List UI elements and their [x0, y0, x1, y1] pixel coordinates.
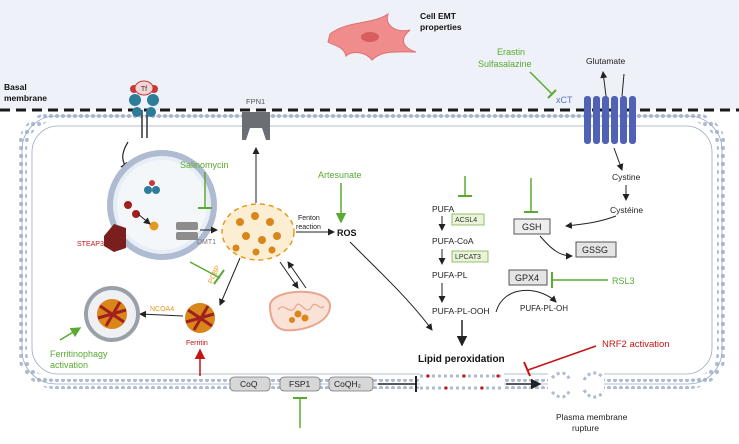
ros-label: ROS	[337, 228, 357, 238]
autophagosome	[84, 286, 140, 342]
fsp1-box	[279, 376, 321, 392]
fpn1-label: FPN1	[246, 97, 265, 106]
gssg-label: GSSG	[582, 245, 608, 255]
pufa-pl-label: PUFA-PL	[432, 270, 468, 280]
steap3-label: STEAP3	[77, 241, 104, 248]
nrf2-inhibition-bar	[523, 361, 531, 377]
glutamate-label: Glutamate	[586, 56, 625, 66]
oxidized-membrane-segment	[420, 373, 504, 391]
gpx4-label: GPX4	[515, 273, 539, 283]
fenton-label-1: Fenton	[298, 215, 320, 222]
transferrin-receptor	[129, 80, 159, 138]
salinomycin-label: Salinomycin	[180, 160, 229, 170]
cystine-in-line	[621, 73, 625, 97]
ruptured-membrane	[548, 371, 606, 399]
acsl4-label: ACSL4	[455, 217, 477, 224]
cysteine-label: Cystéine	[610, 205, 643, 215]
ferritinophagy-label-1: Ferritinophagy	[50, 349, 108, 359]
gsh-label: GSH	[522, 222, 542, 232]
fenton-label-2: reaction	[296, 224, 321, 231]
gpx4-box	[508, 269, 548, 286]
basal-membrane-label-2: membrane	[4, 93, 47, 103]
steap3-icon	[104, 224, 126, 252]
pufa-coa-label: PUFA-CoA	[432, 236, 474, 246]
iron-to-ferritin-arrow	[219, 257, 241, 306]
gsh-to-gssg-arrow	[539, 235, 573, 260]
pcbp-inhibition	[189, 261, 221, 279]
coq-label: CoQ	[240, 379, 258, 389]
pufa-pl-ooh-label: PUFA-PL-OOH	[432, 306, 490, 316]
glutamate-out-arrow	[600, 71, 608, 97]
xct-label: xCT	[556, 95, 573, 105]
fpn1-exporter	[242, 112, 270, 140]
cell-emt-label-1: Cell EMT	[420, 11, 457, 21]
pufa-label: PUFA	[432, 204, 455, 214]
sulfasalazine-label: Sulfasalazine	[478, 59, 532, 69]
gpx4-reduction-arrow	[495, 290, 557, 313]
gssg-box	[575, 241, 617, 258]
acsl4-box	[451, 213, 485, 226]
erastin-label: Erastin	[497, 47, 525, 57]
ros-to-lipid-arrow	[349, 241, 433, 331]
tf-label: Tf	[141, 86, 147, 93]
coq-box	[229, 376, 271, 392]
reduction-arrow	[137, 213, 151, 225]
mitochondrion	[268, 290, 332, 332]
rupture-label-2: rupture	[572, 423, 599, 433]
cystine-label: Cystine	[612, 172, 641, 182]
ferritinophagy-label-2: activation	[50, 360, 88, 370]
basal-membrane-label-1: Basal	[4, 82, 27, 92]
ferritinophagy-arrow	[59, 327, 82, 341]
erastin-inhibition-bar	[547, 89, 557, 99]
labile-iron-pool	[221, 203, 295, 261]
ncoa4-arrow	[139, 310, 184, 318]
coqh2-label: CoQH₂	[334, 379, 361, 389]
emt-cell-icon	[327, 12, 417, 61]
lpcat3-label: LPCAT3	[455, 254, 481, 261]
rsl3-label: RSL3	[612, 276, 635, 286]
cysteine-to-gsh-arrow	[565, 215, 617, 229]
nrf2-inhibition	[527, 345, 597, 371]
nrf2-label: NRF2 activation	[602, 339, 670, 350]
lpcat3-box	[451, 250, 489, 263]
ferritin-icon	[185, 303, 215, 333]
iron-to-mito-arrow	[279, 261, 299, 289]
xct-transporter	[584, 96, 636, 144]
mito-to-iron-arrow	[287, 261, 307, 289]
cystine-in-arrow	[613, 147, 624, 171]
pcbp-inhibition-bar	[213, 269, 225, 285]
coqh2-box	[328, 376, 374, 392]
erastin-inhibition	[529, 71, 553, 95]
dmt1-transporter	[176, 222, 198, 240]
ncoa4-label: NCOA4	[150, 306, 174, 313]
fsp1-label: FSP1	[289, 379, 311, 389]
gsh-box	[513, 218, 551, 235]
artesunate-label: Artesunate	[318, 170, 362, 180]
lipid-peroxidation-label: Lipid peroxidation	[418, 354, 505, 365]
cell-emt-label-2: properties	[420, 22, 462, 32]
ferritin-label: Ferritin	[186, 340, 208, 347]
pufa-pl-oh-label: PUFA-PL-OH	[520, 304, 568, 313]
rupture-label-1: Plasma membrane	[556, 412, 628, 422]
dmt1-label: DMT1	[197, 239, 216, 246]
